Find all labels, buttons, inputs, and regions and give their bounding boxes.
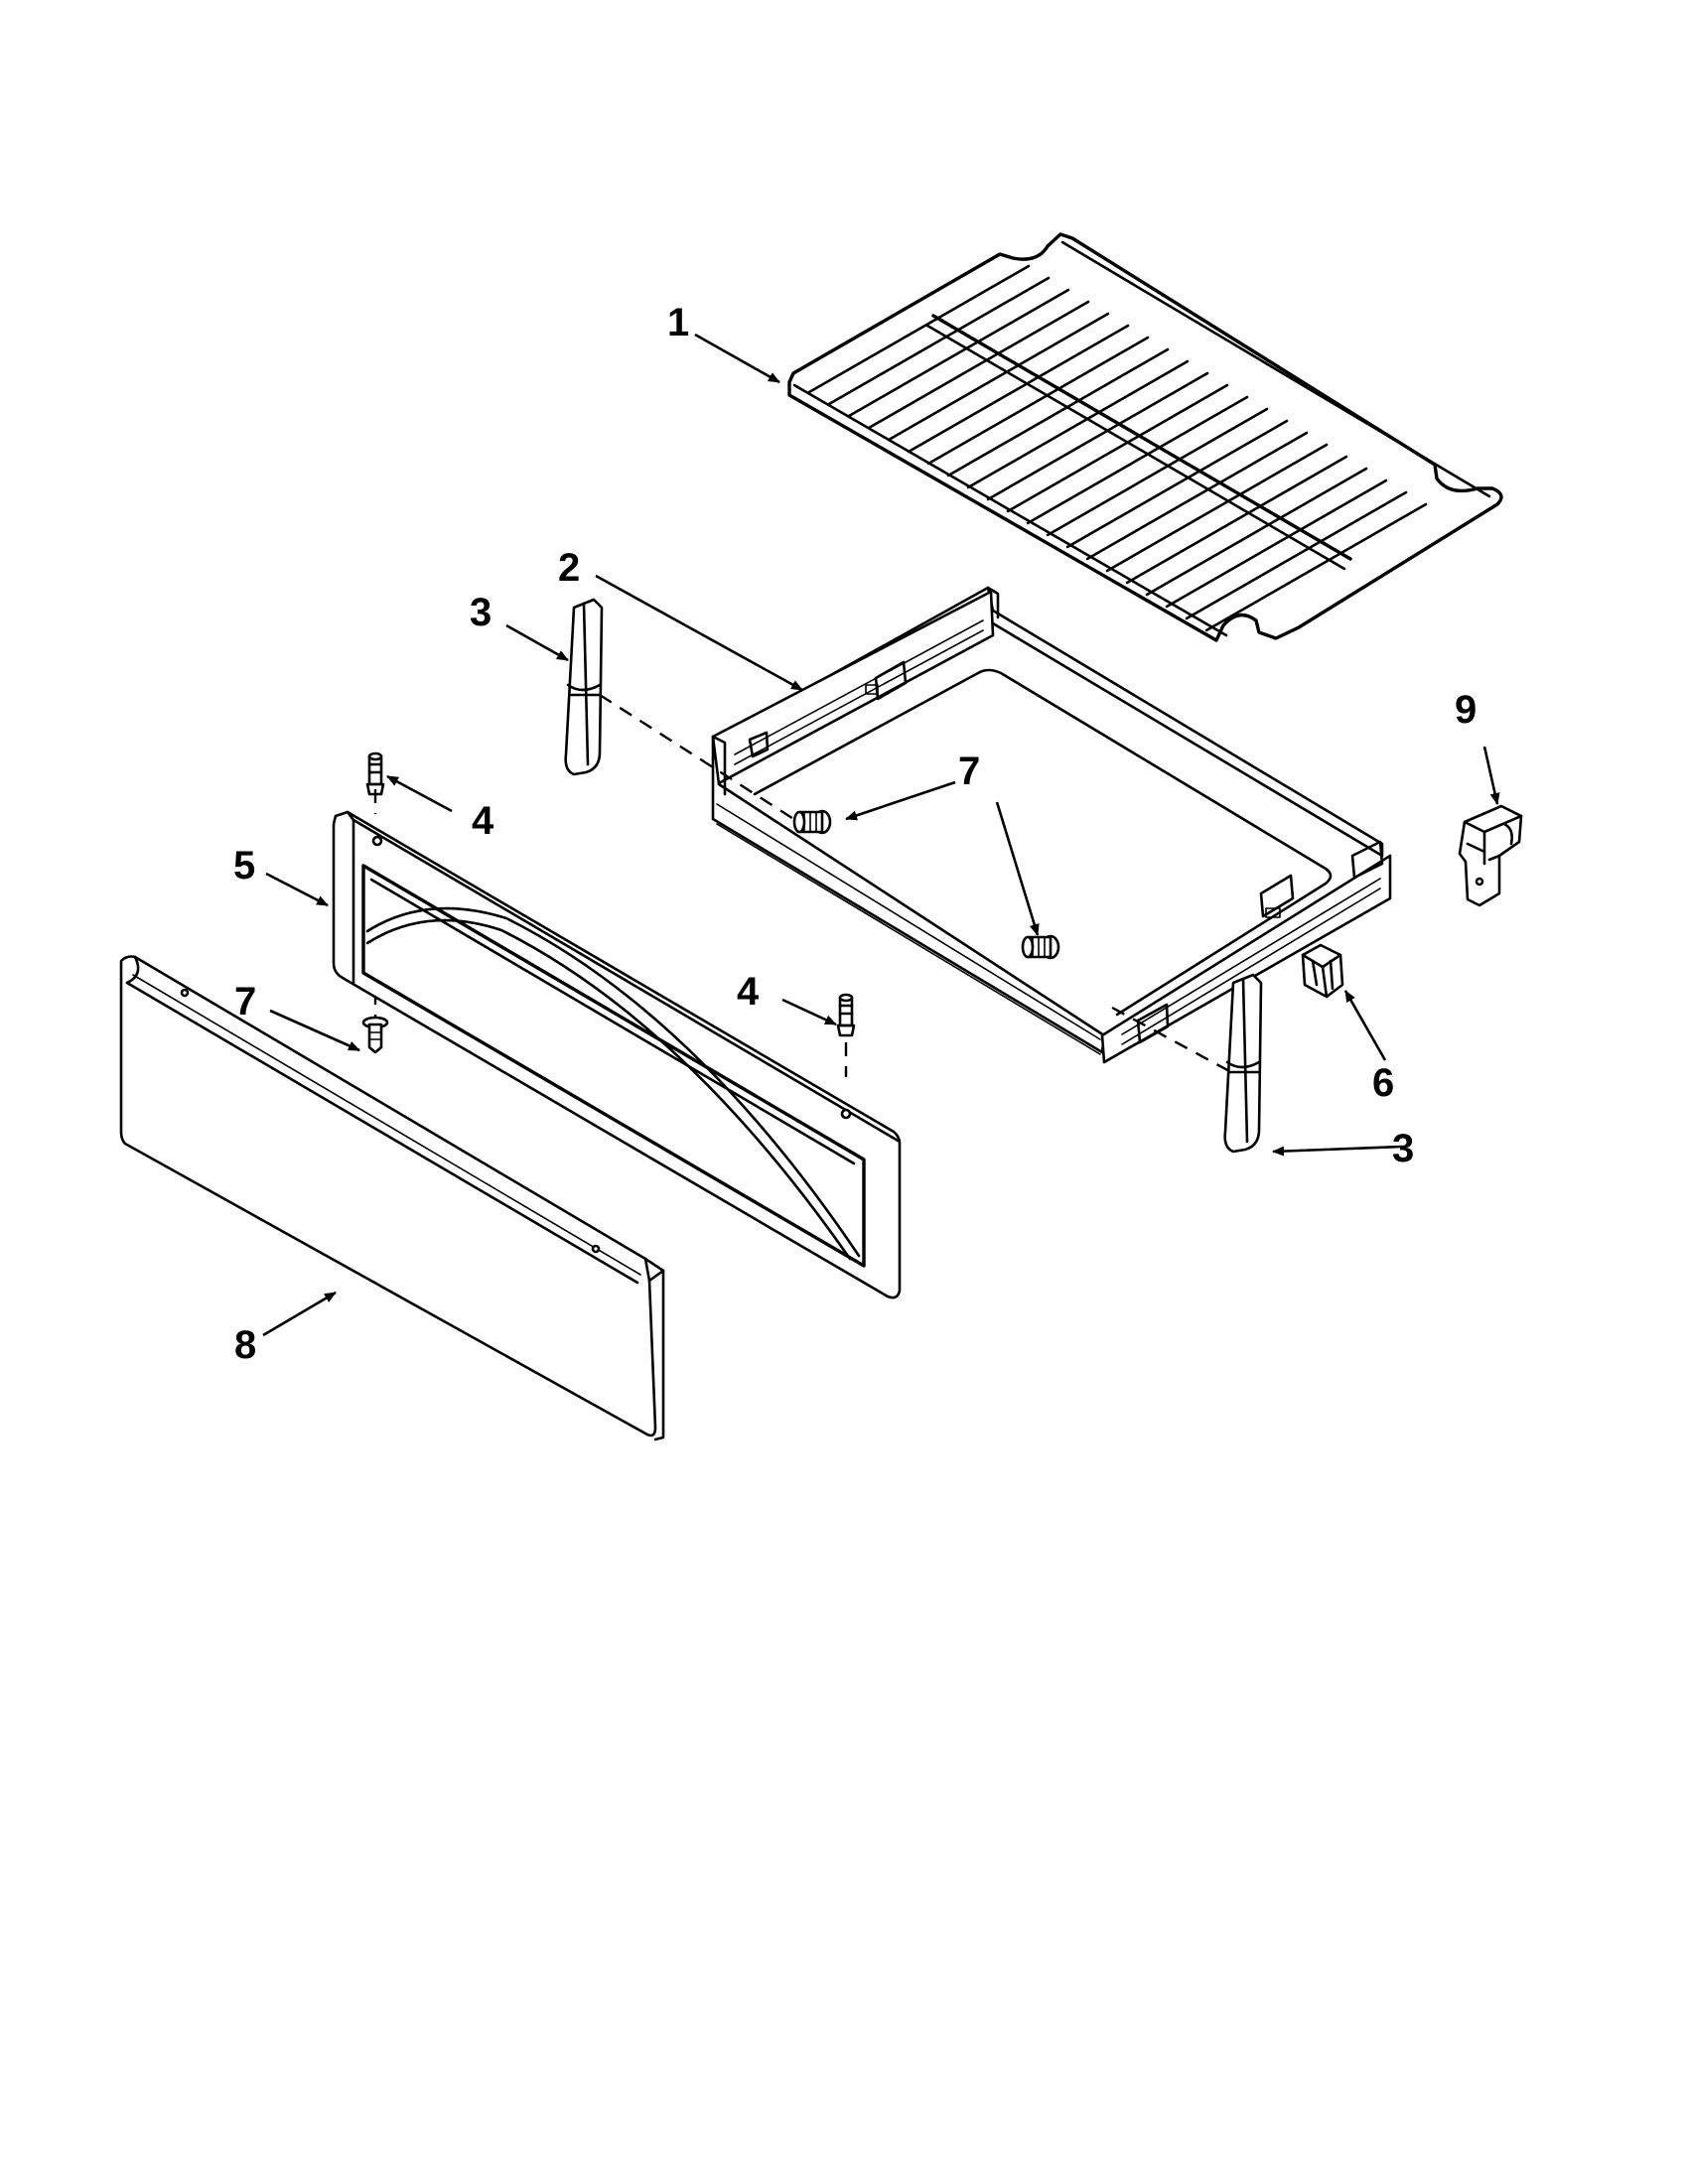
drawer-front-outer-part[interactable]: [119, 955, 665, 1441]
callout-1: 1: [667, 301, 689, 344]
callout-7-drawer-left: 7: [958, 750, 980, 793]
drawer-inner-panel-part[interactable]: [332, 810, 902, 1299]
drawer-clip-part[interactable]: [1301, 943, 1344, 999]
screw-drawer-left[interactable]: [792, 809, 832, 835]
callout-2: 2: [558, 546, 580, 590]
leader-arrows: [262, 333, 1500, 1337]
drawer-slide-support-left[interactable]: [564, 598, 604, 776]
panel-stud-left[interactable]: [365, 751, 385, 796]
oven-rack-part[interactable]: [787, 232, 1503, 642]
callout-5: 5: [233, 844, 255, 887]
drawer-box-part[interactable]: [711, 586, 1392, 1064]
callout-9: 9: [1455, 688, 1477, 732]
callout-4-right: 4: [737, 970, 760, 1014]
panel-stud-right[interactable]: [836, 993, 856, 1037]
callout-8: 8: [234, 1323, 256, 1367]
callout-4-left: 4: [472, 799, 494, 843]
screw-drawer-right[interactable]: [1021, 934, 1060, 960]
callout-3-left: 3: [470, 591, 492, 634]
callout-7-panel: 7: [234, 980, 256, 1024]
drawer-slide-support-right[interactable]: [1223, 973, 1263, 1154]
callout-3-right: 3: [1392, 1127, 1414, 1170]
callout-6: 6: [1372, 1061, 1394, 1105]
assembly-line-support-left: [599, 693, 810, 831]
screw-front-panel[interactable]: [361, 1016, 389, 1054]
drawer-bracket-part[interactable]: [1458, 804, 1523, 907]
